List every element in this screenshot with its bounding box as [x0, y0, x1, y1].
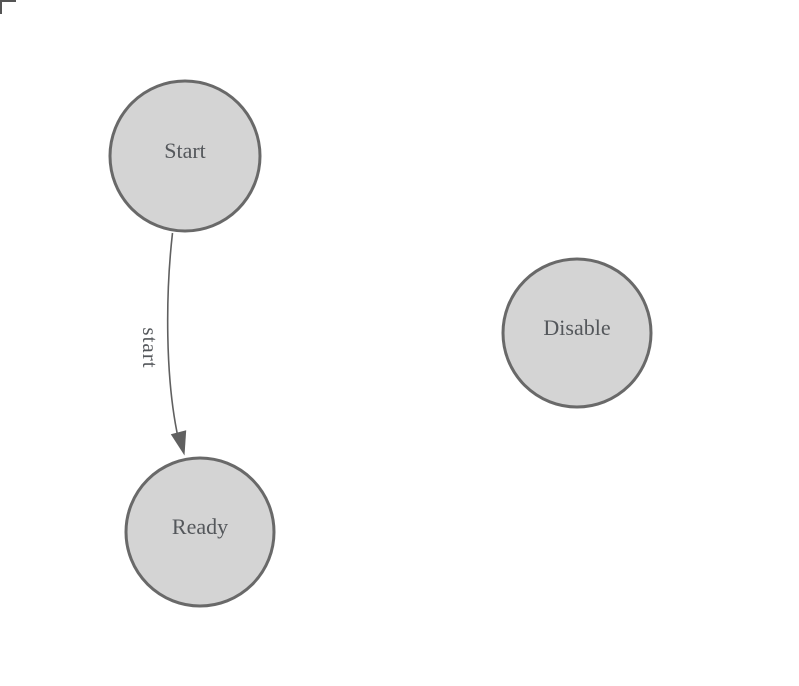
transition-edge-start-ready[interactable]: start: [138, 232, 187, 456]
state-label: Ready: [172, 514, 228, 539]
state-label: Disable: [543, 315, 610, 340]
state-node-disable[interactable]: Disable: [501, 257, 653, 409]
state-circle[interactable]: [108, 79, 262, 233]
state-node-ready[interactable]: Ready: [124, 456, 276, 608]
arrowhead-icon: [170, 430, 187, 456]
state-label: Start: [164, 138, 206, 163]
edge-path[interactable]: [166, 232, 181, 447]
canvas-origin-corner-icon: [0, 0, 16, 14]
edge-label: start: [138, 327, 162, 368]
state-circle[interactable]: [501, 257, 653, 409]
state-node-start[interactable]: Start: [108, 79, 262, 233]
state-circle[interactable]: [124, 456, 276, 608]
